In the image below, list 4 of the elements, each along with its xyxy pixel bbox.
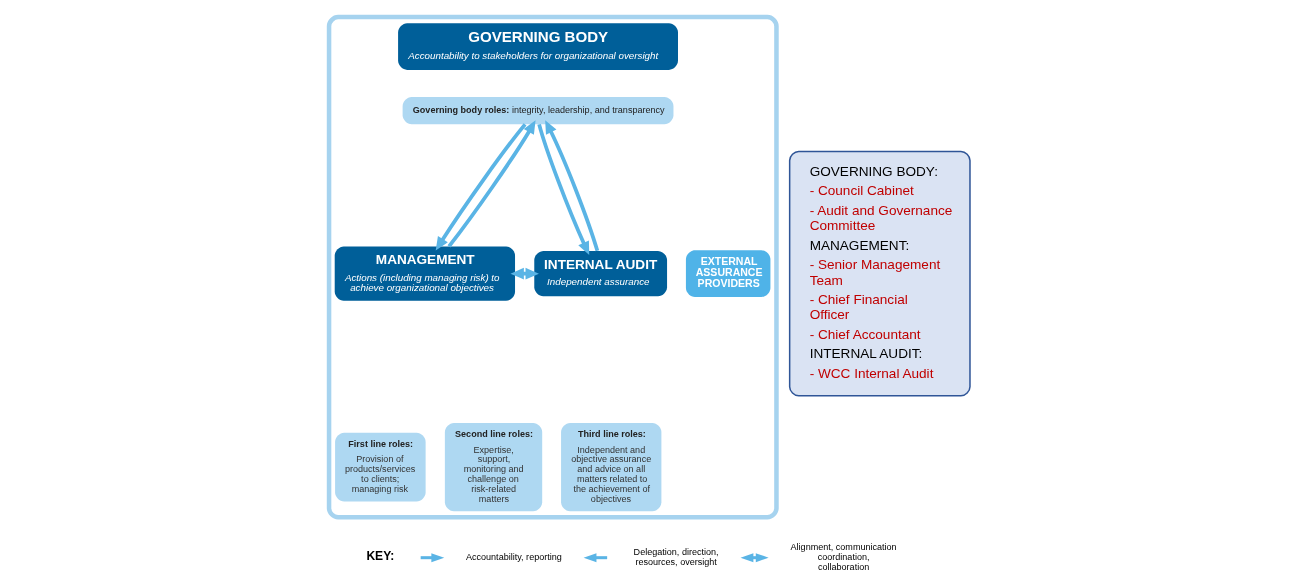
legend-label: Alignment, communication coordination, collaboration bbox=[790, 542, 897, 572]
legend-label: Delegation, direction, resources, oversight bbox=[633, 547, 719, 567]
label: KEY: bbox=[365, 548, 394, 563]
legend-label: Accountability, reporting bbox=[465, 552, 562, 563]
